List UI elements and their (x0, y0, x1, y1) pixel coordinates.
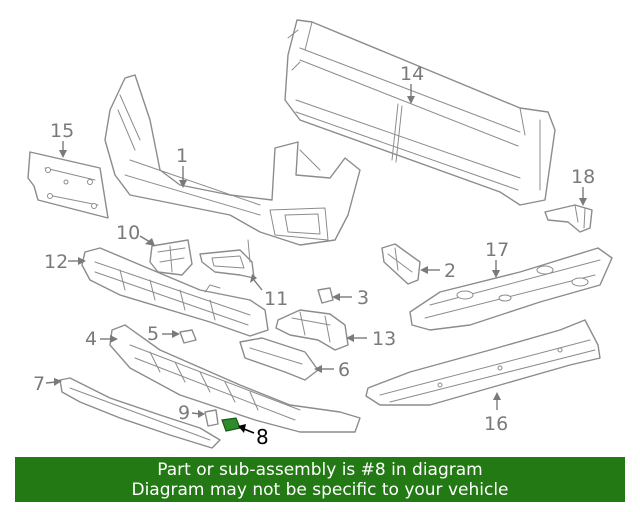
svg-text:2: 2 (444, 260, 456, 282)
callout-5: 5 (147, 323, 180, 345)
svg-text:8: 8 (256, 425, 269, 449)
part-4-lower-grille (109, 324, 361, 433)
callout-11: 11 (250, 274, 288, 310)
callout-13: 13 (346, 328, 396, 350)
callout-17: 17 (485, 239, 509, 278)
part-9-cover (204, 409, 219, 427)
part-7-lower-valance (59, 377, 221, 449)
callout-3: 3 (332, 287, 369, 309)
callout-7: 7 (33, 373, 62, 395)
svg-text:16: 16 (484, 413, 508, 435)
parts-diagram: 1 2 3 4 5 6 7 8 (27, 19, 613, 449)
part-14-grille-support (284, 19, 556, 206)
svg-text:15: 15 (50, 120, 74, 142)
part-10-fog-bracket (149, 239, 193, 276)
svg-text:12: 12 (44, 251, 68, 273)
svg-text:18: 18 (571, 166, 595, 188)
callout-9: 9 (178, 402, 205, 424)
svg-text:6: 6 (338, 359, 350, 381)
part-17-deflector (409, 247, 613, 331)
callout-15: 15 (50, 120, 74, 158)
svg-text:10: 10 (116, 222, 140, 244)
callout-14: 14 (400, 63, 424, 104)
svg-text:11: 11 (264, 288, 288, 310)
part-1-bumper-fascia (104, 74, 361, 246)
svg-text:9: 9 (178, 402, 190, 424)
svg-text:17: 17 (485, 239, 509, 261)
part-12-reinforcement (81, 247, 269, 337)
svg-text:5: 5 (147, 323, 159, 345)
callout-4: 4 (85, 328, 118, 350)
svg-text:1: 1 (176, 145, 188, 167)
part-16-splash-shield (365, 319, 601, 406)
svg-text:13: 13 (372, 328, 396, 350)
part-3-clip (317, 287, 334, 304)
callout-2: 2 (420, 260, 456, 282)
svg-text:14: 14 (400, 63, 424, 85)
banner-line-2: Diagram may not be specific to your vehi… (131, 480, 509, 500)
part-8-highlighted (221, 417, 241, 432)
part-13-bracket (275, 309, 349, 351)
svg-text:3: 3 (357, 287, 369, 309)
info-banner: Part or sub-assembly is #8 in diagram Di… (15, 457, 625, 502)
callout-6: 6 (314, 359, 350, 381)
callout-10: 10 (116, 222, 155, 246)
part-2-clip (381, 243, 421, 285)
callout-8: 8 (238, 424, 269, 449)
callout-16: 16 (484, 392, 508, 435)
part-15-license-bracket (27, 151, 109, 219)
svg-text:7: 7 (33, 373, 45, 395)
part-18-bracket (544, 204, 593, 233)
part-11-bezel (199, 239, 255, 279)
callout-12: 12 (44, 251, 86, 273)
callout-1: 1 (176, 145, 188, 188)
callout-18: 18 (571, 166, 595, 206)
part-5-insert (179, 329, 197, 344)
svg-text:4: 4 (85, 328, 97, 350)
banner-line-1: Part or sub-assembly is #8 in diagram (157, 460, 483, 480)
part-6-grille-bracket (239, 337, 319, 381)
